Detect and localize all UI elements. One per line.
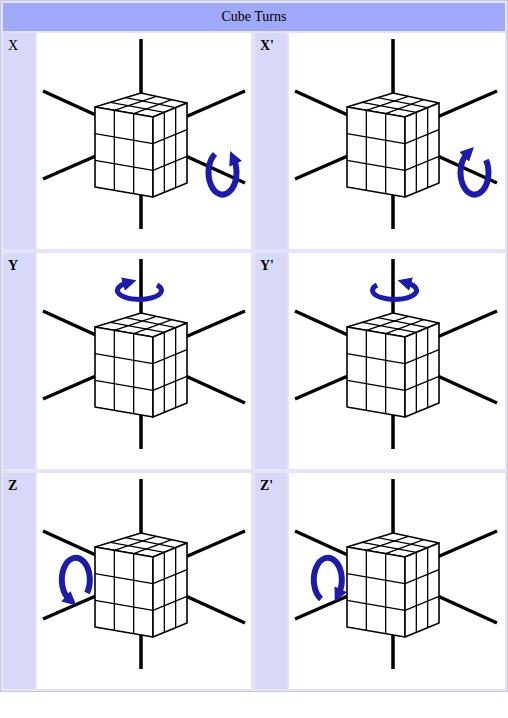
cube-illustration [37, 33, 251, 249]
rotation-arrow [117, 283, 161, 299]
turn-label: Y' [255, 253, 287, 274]
rotation-arrow [314, 558, 342, 599]
table-frame: Cube TurnsX X' Y Y' Z Z' [0, 0, 508, 692]
image-cell [37, 253, 251, 469]
cube-illustration [289, 253, 505, 469]
label-cell: Z' [255, 473, 287, 689]
label-cell: X [3, 33, 35, 249]
label-cell: Y' [255, 253, 287, 469]
image-cell [289, 253, 505, 469]
image-cell [37, 33, 251, 249]
image-cell [37, 473, 251, 689]
cube-illustration [289, 473, 505, 689]
turn-label: X' [255, 33, 287, 54]
rotation-arrow [209, 154, 237, 195]
image-cell [289, 473, 505, 689]
turn-label: Z [3, 473, 35, 494]
rotation-arrow [373, 283, 417, 299]
table-title: Cube Turns [222, 9, 287, 25]
header-bar: Cube Turns [3, 3, 505, 31]
rotation-arrow [62, 558, 90, 599]
label-cell: X' [255, 33, 287, 249]
cube-illustration [37, 253, 251, 469]
label-cell: Y [3, 253, 35, 469]
cube-illustration [37, 473, 251, 689]
turn-label: X [3, 33, 35, 54]
cube-illustration [289, 33, 505, 249]
turn-label: Z' [255, 473, 287, 494]
label-cell: Z [3, 473, 35, 689]
rotation-arrow [461, 154, 489, 195]
image-cell [289, 33, 505, 249]
turn-label: Y [3, 253, 35, 274]
